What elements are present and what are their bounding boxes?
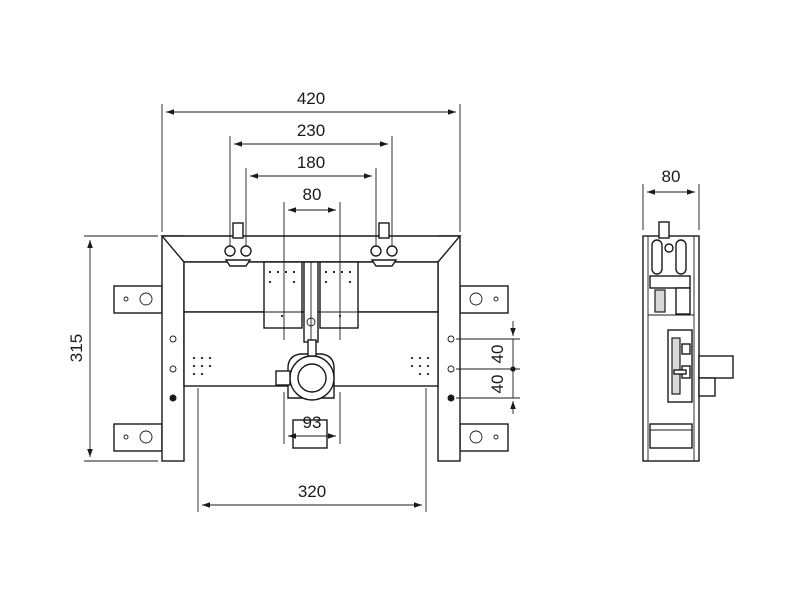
dimension-label-center-spacing: 80 <box>303 185 322 204</box>
wall-bracket-top-right <box>459 285 509 314</box>
left-upright <box>161 235 185 462</box>
dimension-label-overall-width: 420 <box>297 89 325 108</box>
dimension-label-bracket-spacing-inner: 180 <box>297 153 325 172</box>
dimension-230: 230 <box>229 121 393 246</box>
wall-bracket-bottom-right <box>459 423 509 452</box>
dimension-80-center: 80 <box>283 185 341 340</box>
dimension-40-40: 40 40 <box>456 321 520 414</box>
dimension-label-bracket-spacing-outer: 230 <box>297 121 325 140</box>
wall-bracket-bottom-left <box>113 423 163 452</box>
dimension-label-side-depth: 80 <box>662 167 681 186</box>
dimension-420: 420 <box>161 89 461 232</box>
side-frame <box>642 221 700 462</box>
dimension-label-drain-width: 93 <box>303 413 322 432</box>
wall-bracket-top-left <box>113 285 163 314</box>
dimension-label-vertical-offset-lower: 40 <box>488 375 507 394</box>
side-drain-stub <box>698 355 734 397</box>
side-view: 80 <box>642 167 734 462</box>
front-view: 420 230 180 80 315 <box>67 89 520 512</box>
dimension-93: 93 <box>283 392 341 444</box>
center-mounting-plates <box>263 261 359 350</box>
right-upright <box>437 235 461 462</box>
dimension-180: 180 <box>245 153 377 246</box>
dimension-80-side: 80 <box>642 167 700 230</box>
dimension-label-height: 315 <box>67 334 86 362</box>
dimension-label-bottom-spacing: 320 <box>298 482 326 501</box>
dimension-315: 315 <box>67 235 158 462</box>
dimension-label-vertical-offset-upper: 40 <box>488 345 507 364</box>
dimension-320: 320 <box>197 388 427 512</box>
threaded-studs <box>224 222 398 267</box>
